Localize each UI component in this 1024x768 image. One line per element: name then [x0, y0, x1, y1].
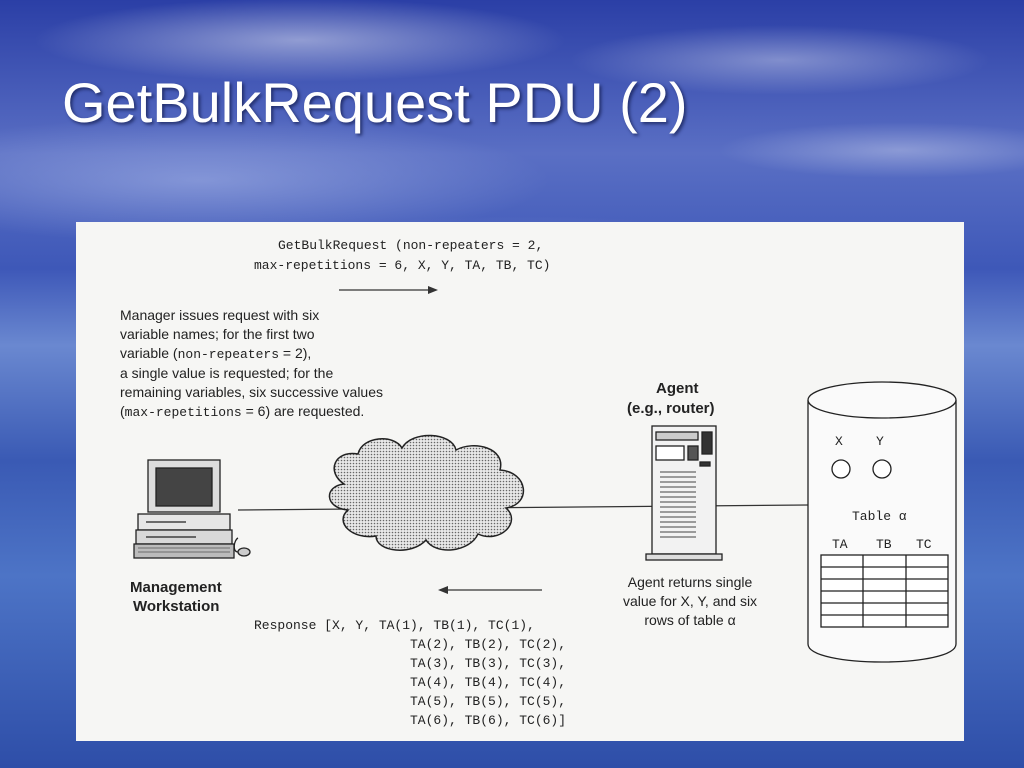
agent-note-line: value for X, Y, and six — [622, 593, 758, 609]
max-repetitions-code: max-repetitions — [124, 405, 242, 420]
response-line-6: TA(6), TB(6), TC(6)] — [410, 713, 567, 728]
agent-note-line: rows of table α — [644, 612, 736, 628]
manager-note-line: a single value is requested; for the — [120, 365, 334, 381]
request-arrow — [339, 286, 438, 294]
workstation-computer-icon — [133, 459, 251, 559]
request-line-2: max-repetitions = 6, X, Y, TA, TB, TC) — [254, 258, 551, 273]
response-arrow — [438, 586, 542, 594]
manager-note: Manager issues request with six variable… — [120, 306, 383, 422]
scalar-x-label: X — [835, 434, 843, 449]
agent-label: Agent — [656, 380, 699, 397]
network-link — [237, 504, 809, 511]
manager-note-text: = 2), — [279, 345, 312, 361]
manager-note-line: variable (non-repeaters = 2), — [120, 344, 383, 364]
table-alpha-label: Table α — [852, 509, 907, 524]
network-cloud-icon — [328, 434, 524, 551]
slide-title: GetBulkRequest PDU (2) — [62, 71, 688, 134]
column-tc-label: TC — [916, 537, 932, 552]
request-params-1: (non-repeaters = 2, — [395, 238, 544, 253]
response-line-2: TA(2), TB(2), TC(2), — [410, 637, 567, 652]
agent-router-icon — [645, 425, 723, 561]
manager-note-line: variable names; for the first two — [120, 326, 315, 342]
diagram-graphics — [133, 286, 957, 663]
mib-table-grid — [820, 554, 949, 628]
diagram-figure: GetBulkRequest (non-repeaters = 2, max-r… — [76, 222, 964, 741]
manager-note-line: Manager issues request with six — [120, 307, 320, 323]
response-line-5: TA(5), TB(5), TC(5), — [410, 694, 567, 709]
request-pdu-name: GetBulkRequest — [278, 238, 388, 253]
response-line-4: TA(4), TB(4), TC(4), — [410, 675, 567, 690]
column-tb-label: TB — [876, 537, 892, 552]
response-line-1: Response [X, Y, TA(1), TB(1), TC(1), — [254, 618, 535, 633]
response-line-3: TA(3), TB(3), TC(3), — [410, 656, 567, 671]
manager-note-text: variable ( — [120, 345, 178, 361]
scalar-x-circle — [831, 459, 851, 479]
agent-note-line: Agent returns single — [627, 574, 753, 590]
workstation-sublabel: Workstation — [133, 598, 220, 615]
column-ta-label: TA — [832, 537, 848, 552]
mib-database-icon — [807, 381, 957, 663]
request-line-1: GetBulkRequest (non-repeaters = 2, — [278, 238, 543, 253]
agent-note: Agent returns single value for X, Y, and… — [600, 573, 780, 630]
workstation-label: Management — [130, 579, 222, 596]
agent-sublabel: (e.g., router) — [627, 400, 715, 417]
non-repeaters-code: non-repeaters — [177, 347, 280, 362]
manager-note-text: ( — [120, 403, 125, 419]
manager-note-text: = 6) are requested. — [241, 403, 365, 419]
manager-note-line: (max-repetitions = 6) are requested. — [120, 402, 383, 422]
scalar-y-circle — [872, 459, 892, 479]
scalar-y-label: Y — [876, 434, 884, 449]
manager-note-line: remaining variables, six successive valu… — [120, 384, 383, 400]
